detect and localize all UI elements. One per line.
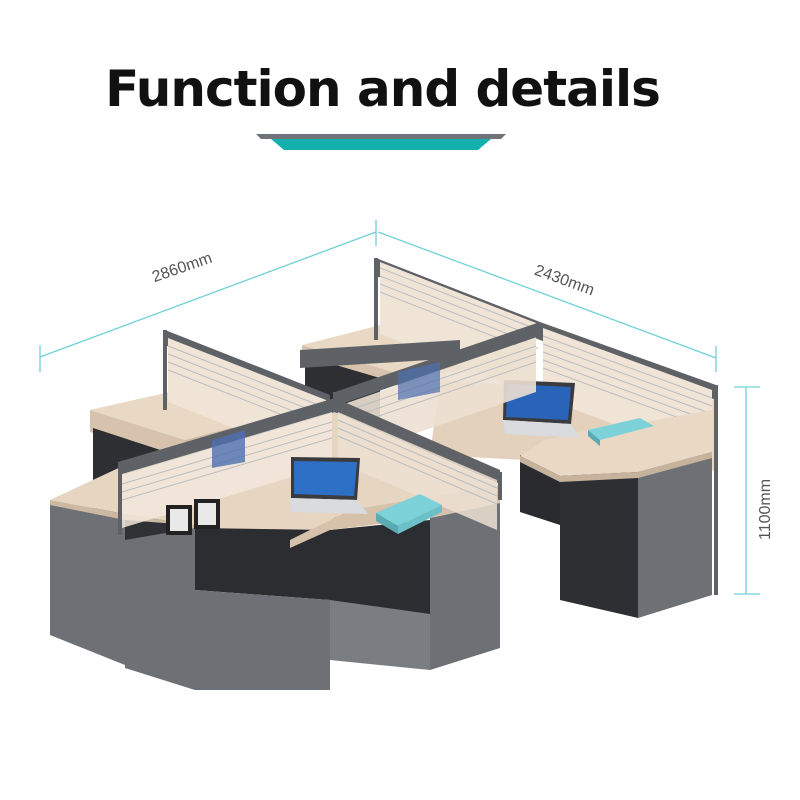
laptop-back-left (212, 362, 440, 468)
partition-front (118, 398, 502, 535)
books-front (376, 494, 442, 534)
title-underline (256, 134, 506, 150)
page-title: Function and details (105, 60, 661, 118)
laptop-back-right (503, 380, 654, 446)
laptop-front (290, 457, 368, 514)
dimension-lines (39, 220, 760, 595)
dimension-height-label: 1100mm (757, 478, 774, 540)
desk-right-pedestal (520, 410, 712, 618)
photo-frames (166, 499, 220, 535)
